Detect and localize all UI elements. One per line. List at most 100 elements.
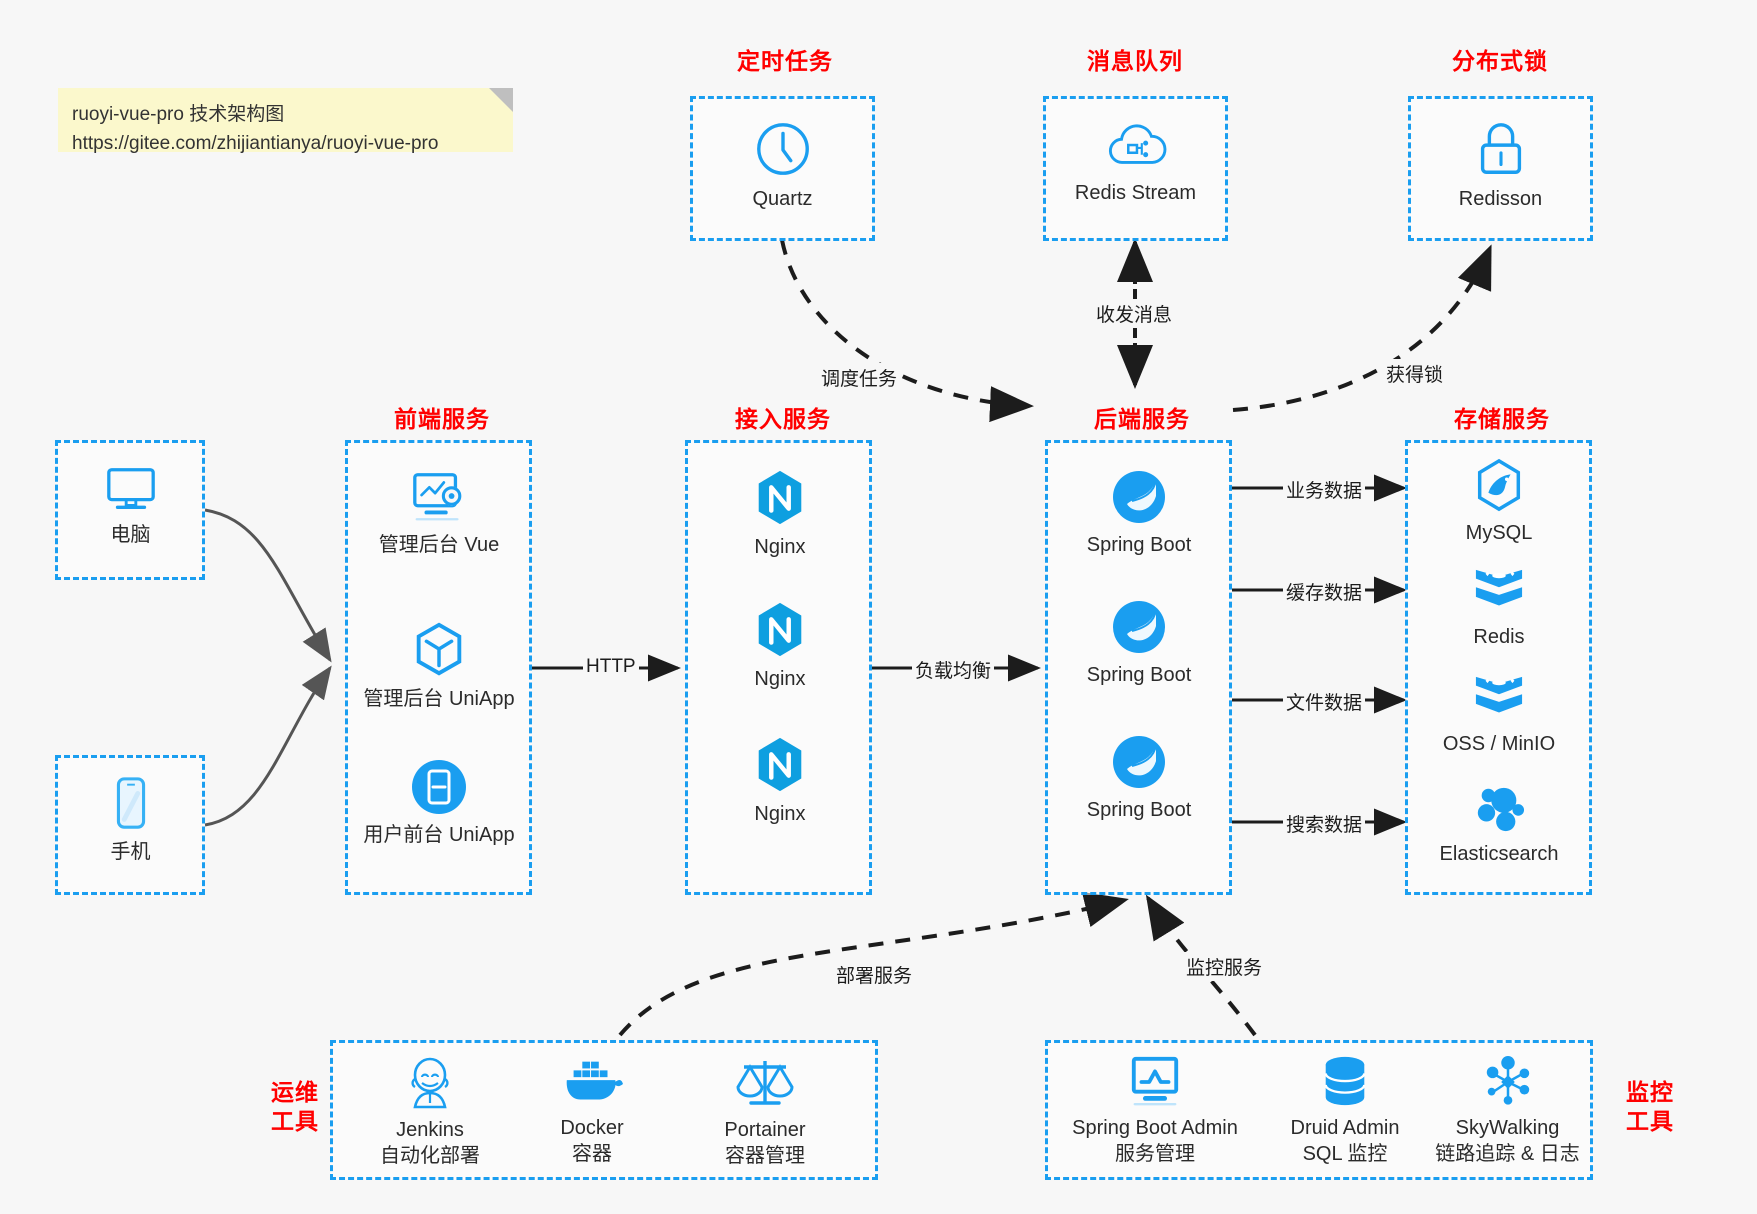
node-label: Portainer <box>724 1119 806 1141</box>
node-spring-boot-1[interactable]: Spring Boot <box>1058 468 1220 558</box>
app-window-icon <box>412 760 466 814</box>
group-box-frontend <box>345 440 532 895</box>
node-label: 电脑 <box>110 524 151 546</box>
node-spring-boot-2[interactable]: Spring Boot <box>1058 598 1220 688</box>
node-nginx-2[interactable]: Nginx <box>705 600 855 692</box>
jenkins-icon <box>411 1057 449 1109</box>
nginx-icon <box>758 602 802 657</box>
dashboard-gear-icon <box>413 473 462 521</box>
caption-devops-line2: 工具 <box>271 1107 319 1134</box>
node-label: Jenkins <box>396 1119 464 1141</box>
node-label: 用户前台 UniApp <box>363 824 515 846</box>
desktop-icon <box>106 468 155 509</box>
node-mobile[interactable]: 手机 <box>73 775 188 865</box>
node-label: Elasticsearch <box>1439 843 1559 865</box>
group-box-client-desktop <box>55 440 205 580</box>
node-label: Nginx <box>754 536 806 558</box>
node-admin-uniapp[interactable]: 管理后台 UniApp <box>358 620 520 712</box>
mysql-icon <box>1477 458 1521 512</box>
clock-icon <box>756 123 809 175</box>
node-label: 手机 <box>110 841 151 863</box>
edge-label-file-data: 文件数据 <box>1283 687 1366 716</box>
database-icon <box>1324 1056 1366 1106</box>
node-redis[interactable]: Redis <box>1418 568 1580 650</box>
group-box-distributed-lock <box>1408 96 1593 241</box>
node-label: SkyWalking <box>1455 1117 1560 1139</box>
node-redisson[interactable]: Redisson <box>1433 118 1568 212</box>
node-docker[interactable]: Docker 容器 <box>512 1055 672 1168</box>
node-portainer[interactable]: Portainer 容器管理 <box>680 1055 850 1170</box>
node-admin-vue[interactable]: 管理后台 Vue <box>358 468 520 558</box>
node-desktop[interactable]: 电脑 <box>73 462 188 548</box>
group-box-message-queue <box>1043 96 1228 241</box>
oss-icon <box>1475 676 1523 713</box>
node-label: Nginx <box>754 803 806 825</box>
node-sublabel: 容器 <box>572 1143 612 1165</box>
edge-label-biz-data: 业务数据 <box>1283 475 1366 504</box>
caption-monitoring: 监控 工具 <box>1610 1078 1690 1136</box>
node-druid-admin[interactable]: Druid Admin SQL 监控 <box>1265 1055 1425 1168</box>
caption-devops: 运维 工具 <box>255 1078 335 1136</box>
nginx-icon <box>758 737 802 792</box>
caption-message-queue: 消息队列 <box>1087 48 1183 74</box>
node-user-uniapp[interactable]: 用户前台 UniApp <box>358 758 520 848</box>
caption-scheduled-task: 定时任务 <box>737 48 833 74</box>
node-label: Druid Admin <box>1290 1117 1400 1139</box>
edge-label-mq: 收发消息 <box>1093 299 1176 328</box>
note-title: ruoyi-vue-pro 技术架构图 <box>72 104 285 125</box>
node-redis-stream[interactable]: Redis Stream <box>1068 118 1203 206</box>
caption-gateway: 接入服务 <box>735 406 831 432</box>
note-url: https://gitee.com/zhijiantianya/ruoyi-vu… <box>72 133 439 155</box>
node-sublabel: SQL 监控 <box>1302 1143 1388 1165</box>
node-skywalking[interactable]: SkyWalking 链路追踪 & 日志 <box>1415 1055 1600 1168</box>
node-sublabel: 服务管理 <box>1115 1143 1195 1165</box>
spring-boot-icon <box>1113 471 1165 523</box>
caption-backend: 后端服务 <box>1094 406 1190 432</box>
elasticsearch-icon <box>1477 787 1525 832</box>
node-label: Redis Stream <box>1074 182 1197 204</box>
caption-storage: 存储服务 <box>1454 406 1550 432</box>
caption-distributed-lock: 分布式锁 <box>1452 48 1548 74</box>
edge-label-deploy: 部署服务 <box>833 960 916 989</box>
node-nginx-3[interactable]: Nginx <box>705 735 855 827</box>
node-label: Nginx <box>754 668 806 690</box>
node-spring-boot-admin[interactable]: Spring Boot Admin 服务管理 <box>1055 1055 1255 1168</box>
node-label: Spring Boot <box>1086 799 1192 821</box>
node-spring-boot-3[interactable]: Spring Boot <box>1058 733 1220 823</box>
skywalking-icon <box>1486 1055 1529 1105</box>
edge-label-search-data: 搜索数据 <box>1283 809 1366 838</box>
spring-boot-icon <box>1113 736 1165 788</box>
node-label: Spring Boot <box>1086 534 1192 556</box>
docker-icon <box>566 1061 623 1100</box>
scales-icon <box>736 1061 794 1105</box>
lock-icon <box>1480 123 1521 174</box>
cloud-stream-icon <box>1108 124 1166 164</box>
redis-icon <box>1475 569 1523 606</box>
node-mysql[interactable]: MySQL <box>1418 458 1580 546</box>
caption-devops-line1: 运维 <box>271 1079 319 1105</box>
node-label: Docker <box>560 1117 624 1139</box>
spring-boot-icon <box>1113 601 1165 653</box>
node-quartz[interactable]: Quartz <box>715 118 850 212</box>
node-sublabel: 容器管理 <box>725 1145 805 1167</box>
node-label: MySQL <box>1465 522 1533 544</box>
node-label: Quartz <box>752 188 813 210</box>
node-sublabel: 链路追踪 & 日志 <box>1435 1143 1580 1165</box>
group-box-storage <box>1405 440 1592 895</box>
node-jenkins[interactable]: Jenkins 自动化部署 <box>350 1055 510 1170</box>
node-label: OSS / MinIO <box>1442 733 1556 755</box>
node-label: 管理后台 UniApp <box>363 688 515 710</box>
caption-monitoring-line2: 工具 <box>1626 1107 1674 1134</box>
monitor-chart-icon <box>1131 1056 1179 1106</box>
edge-label-lock: 获得锁 <box>1383 359 1447 388</box>
node-sublabel: 自动化部署 <box>380 1145 480 1167</box>
sticky-note: ruoyi-vue-pro 技术架构图 https://gitee.com/zh… <box>58 88 513 154</box>
node-label: Spring Boot Admin <box>1072 1117 1238 1139</box>
node-nginx-1[interactable]: Nginx <box>705 468 855 560</box>
node-oss-minio[interactable]: OSS / MinIO <box>1418 675 1580 757</box>
node-label: Redis <box>1473 626 1525 648</box>
node-label: 管理后台 Vue <box>378 534 500 556</box>
nginx-icon <box>758 470 802 525</box>
edge-label-schedule: 调度任务 <box>818 363 901 392</box>
node-elasticsearch[interactable]: Elasticsearch <box>1418 783 1580 867</box>
